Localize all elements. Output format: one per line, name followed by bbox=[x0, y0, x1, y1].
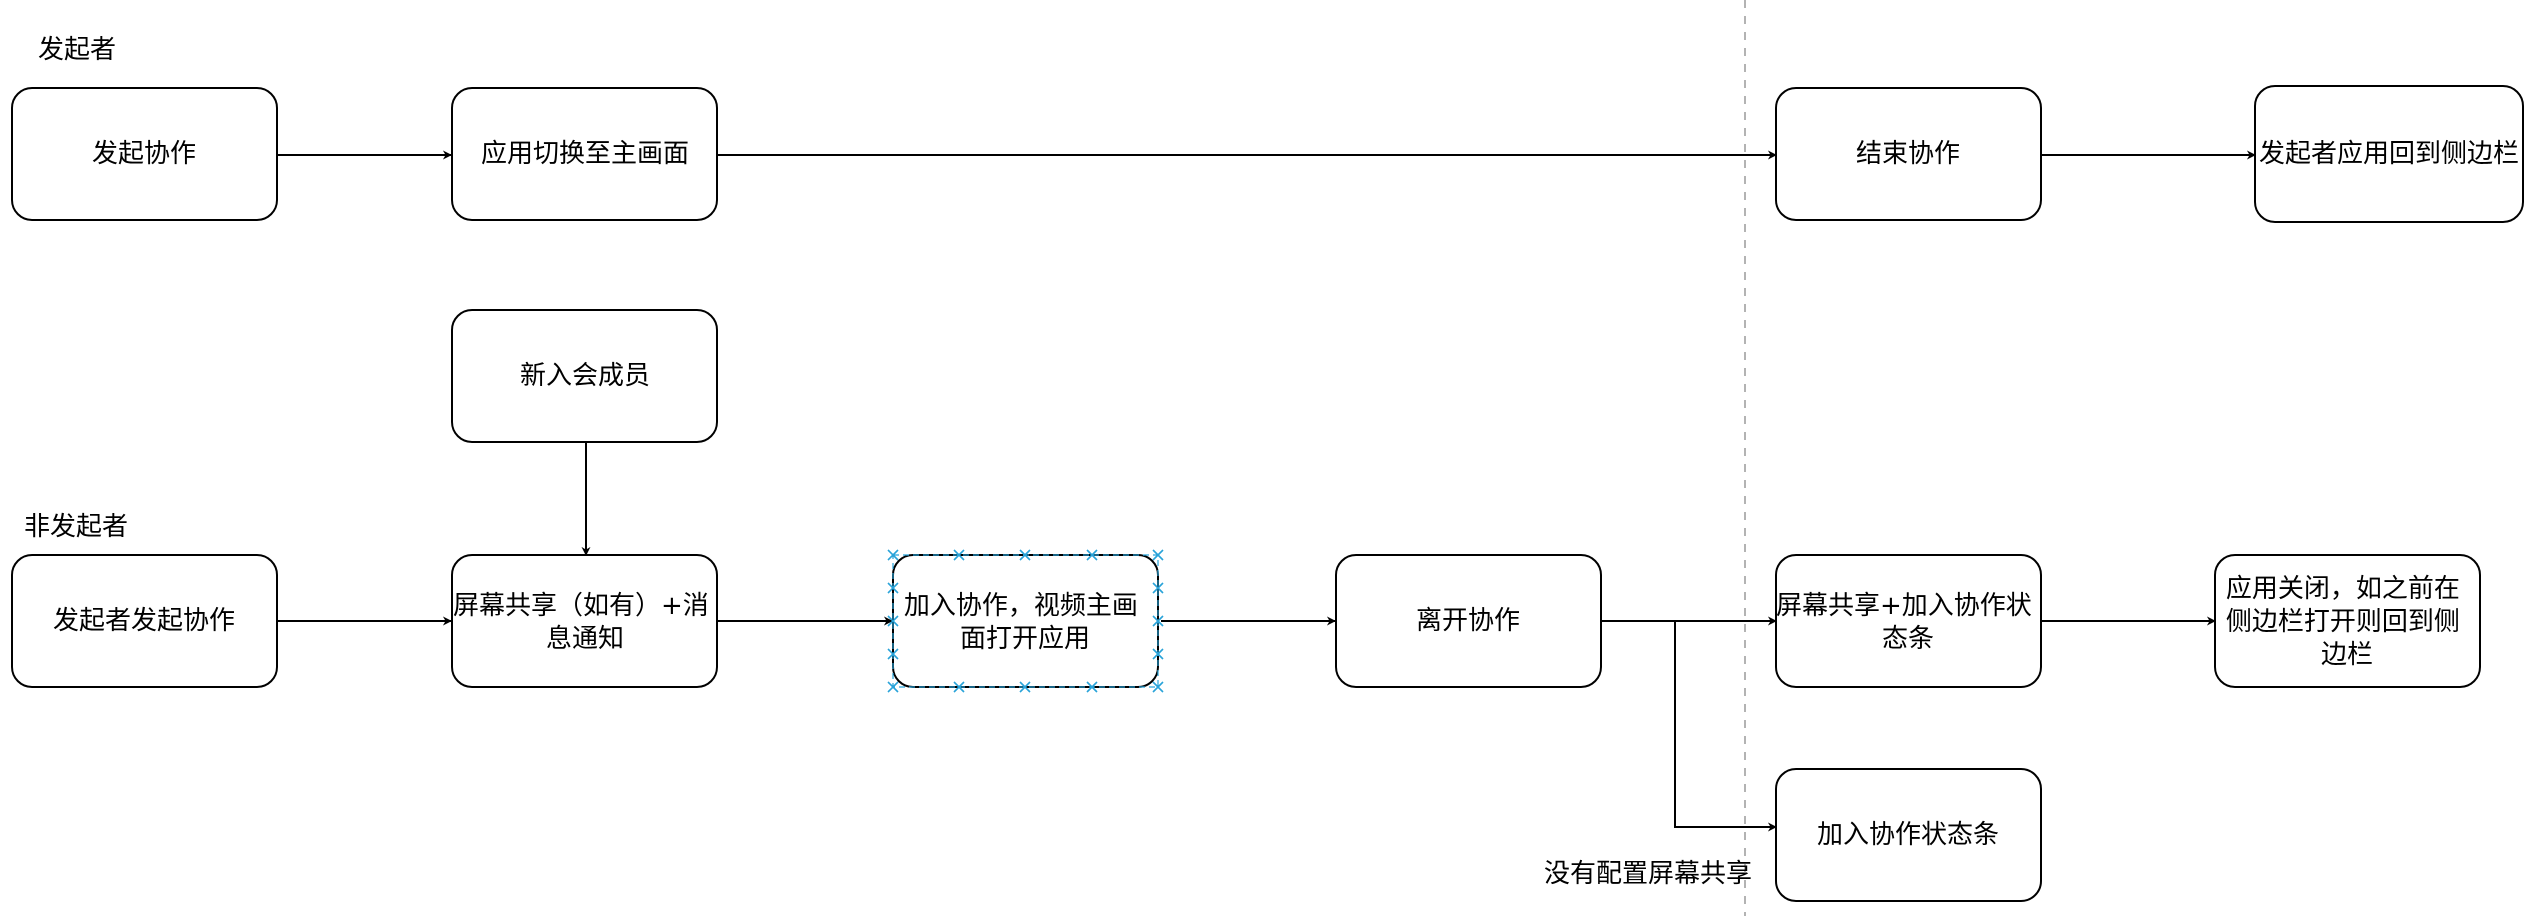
node-leave-collab[interactable]: 离开协作 bbox=[1335, 554, 1602, 688]
node-join-collab[interactable]: 加入协作，视频主画 面打开应用 bbox=[887, 549, 1164, 693]
node-app-close-label: 应用关闭，如之前在 侧边栏打开则回到侧 边栏 bbox=[2226, 574, 2468, 670]
node-screen-share-notify-line-2: 息通知 bbox=[546, 624, 624, 654]
node-app-close-line-1: 应用关闭，如之前在 bbox=[2226, 574, 2460, 604]
node-switch-main-label: 应用切换至主画面 bbox=[481, 139, 689, 169]
selection-handle[interactable] bbox=[1086, 681, 1098, 693]
node-end-collab[interactable]: 结束协作 bbox=[1775, 87, 2042, 221]
lane-label-initiator: 发起者 bbox=[38, 35, 116, 65]
node-share-join-status-line-2: 态条 bbox=[1882, 624, 1934, 654]
node-app-close-line-2: 侧边栏打开则回到侧 bbox=[2226, 607, 2460, 637]
node-initiator-back-label: 发起者应用回到侧边栏 bbox=[2259, 139, 2519, 169]
node-app-close[interactable]: 应用关闭，如之前在 侧边栏打开则回到侧 边栏 bbox=[2214, 554, 2481, 688]
selection-handle[interactable] bbox=[1152, 648, 1164, 660]
node-initiator-started[interactable]: 发起者发起协作 bbox=[11, 554, 278, 688]
node-screen-share-notify-line-1: 屏幕共享（如有）+消 bbox=[453, 591, 709, 621]
selection-handle[interactable] bbox=[1152, 582, 1164, 594]
node-join-collab-line-1: 加入协作，视频主画 bbox=[904, 591, 1138, 621]
node-join-status-bar-label: 加入协作状态条 bbox=[1817, 820, 1999, 850]
node-start-collab[interactable]: 发起协作 bbox=[11, 87, 278, 221]
selection-handle[interactable] bbox=[1019, 549, 1031, 561]
selection-handle[interactable] bbox=[887, 615, 899, 627]
selection-handle[interactable] bbox=[1019, 681, 1031, 693]
node-start-collab-label: 发起协作 bbox=[92, 139, 196, 169]
node-initiator-started-label: 发起者发起协作 bbox=[53, 606, 235, 636]
selection-handle[interactable] bbox=[953, 549, 965, 561]
node-share-join-status[interactable]: 屏幕共享+加入协作状 态条 bbox=[1775, 554, 2042, 688]
selection-handle[interactable] bbox=[887, 648, 899, 660]
node-share-join-status-line-1: 屏幕共享+加入协作状 bbox=[1776, 591, 2032, 621]
selection-handles[interactable] bbox=[887, 549, 1164, 693]
selection-handle[interactable] bbox=[887, 549, 899, 561]
node-join-collab-line-2: 面打开应用 bbox=[960, 624, 1090, 654]
node-screen-share-notify[interactable]: 屏幕共享（如有）+消 息通知 bbox=[451, 554, 718, 688]
selection-handle[interactable] bbox=[1086, 549, 1098, 561]
selection-handle[interactable] bbox=[887, 582, 899, 594]
selection-handle[interactable] bbox=[1152, 681, 1164, 693]
selection-handle[interactable] bbox=[1152, 549, 1164, 561]
node-join-collab-label: 加入协作，视频主画 面打开应用 bbox=[904, 591, 1146, 654]
node-app-close-line-3: 边栏 bbox=[2321, 640, 2373, 670]
selection-handle[interactable] bbox=[887, 681, 899, 693]
edge-leave-to-status-bar bbox=[1674, 621, 1777, 832]
node-share-join-status-label: 屏幕共享+加入协作状 态条 bbox=[1776, 591, 2040, 654]
node-screen-share-notify-label: 屏幕共享（如有）+消 息通知 bbox=[453, 591, 717, 654]
node-switch-main[interactable]: 应用切换至主画面 bbox=[451, 87, 718, 221]
node-new-member-label: 新入会成员 bbox=[520, 361, 650, 391]
lane-label-non-initiator: 非发起者 bbox=[24, 512, 128, 542]
node-new-member[interactable]: 新入会成员 bbox=[451, 309, 718, 443]
node-join-status-bar[interactable]: 加入协作状态条 bbox=[1775, 768, 2042, 902]
node-leave-collab-label: 离开协作 bbox=[1416, 606, 1520, 636]
selection-handle[interactable] bbox=[953, 681, 965, 693]
node-initiator-back[interactable]: 发起者应用回到侧边栏 bbox=[2254, 85, 2524, 223]
node-end-collab-label: 结束协作 bbox=[1856, 139, 1960, 169]
selection-handle[interactable] bbox=[1152, 615, 1164, 627]
edge-label-no-screen-share: 没有配置屏幕共享 bbox=[1544, 859, 1752, 889]
